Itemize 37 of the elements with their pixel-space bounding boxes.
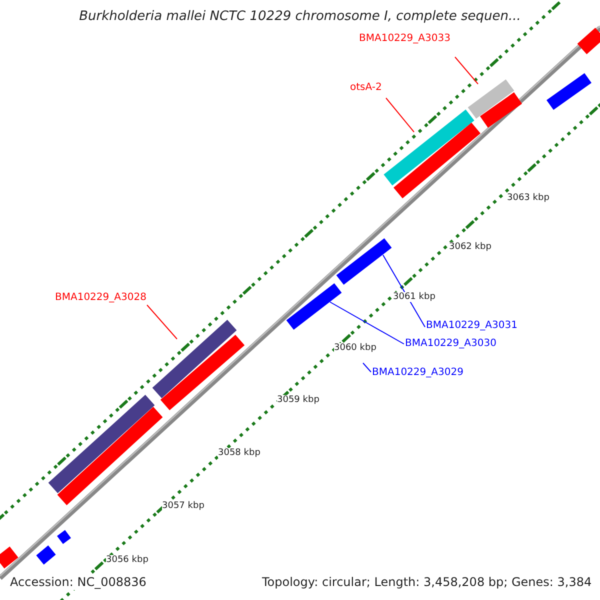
scale-label: 3057 kbp (162, 501, 204, 511)
gene-bar (152, 320, 237, 398)
scale-label: 3063 kbp (507, 193, 550, 203)
scale-label: 3061 kbp (393, 292, 436, 302)
gene-label: BMA10229_A3029 (372, 367, 464, 378)
gene-bar (286, 283, 342, 330)
gene-bar (160, 334, 245, 410)
scale-label: 3062 kbp (449, 242, 492, 252)
gene-bar (577, 28, 600, 54)
gene-bar (48, 394, 155, 494)
gene-bar (480, 92, 522, 128)
scale-label: 3059 kbp (277, 395, 320, 405)
footer-text: Accession: NC_008836 (8, 574, 148, 590)
footer-text: Topology: circular; Length: 3,458,208 bp; Genes: 3,384 (260, 574, 594, 590)
leader-line (454, 56, 478, 84)
gene-bar (394, 122, 480, 198)
gene-bar (546, 73, 592, 110)
leader-line (362, 362, 372, 372)
gene-label: BMA10229_A3028 (55, 292, 146, 303)
gene-label: BMA10229_A3033 (359, 33, 450, 44)
leader-line (386, 98, 414, 132)
gene-bar (336, 238, 392, 285)
gene-bar (57, 406, 163, 506)
gene-bar (468, 79, 514, 119)
scale-label: 3058 kbp (218, 448, 260, 458)
leader-line (146, 304, 178, 340)
gene-bar (36, 545, 56, 565)
scale-label: 3056 kbp (106, 555, 148, 565)
title: Burkholderia mallei NCTC 10229 chromosome I, complete sequen... (78, 9, 522, 24)
gene-label: BMA10229_A3030 (405, 338, 496, 349)
gene-label: BMA10229_A3031 (426, 320, 518, 331)
gene-label: otsA-2 (350, 82, 382, 93)
leader-line (330, 302, 404, 344)
gene-bar (57, 530, 71, 544)
scale-label: 3060 kbp (334, 343, 376, 353)
gene-bar (0, 546, 18, 568)
gene-bar (384, 110, 474, 186)
